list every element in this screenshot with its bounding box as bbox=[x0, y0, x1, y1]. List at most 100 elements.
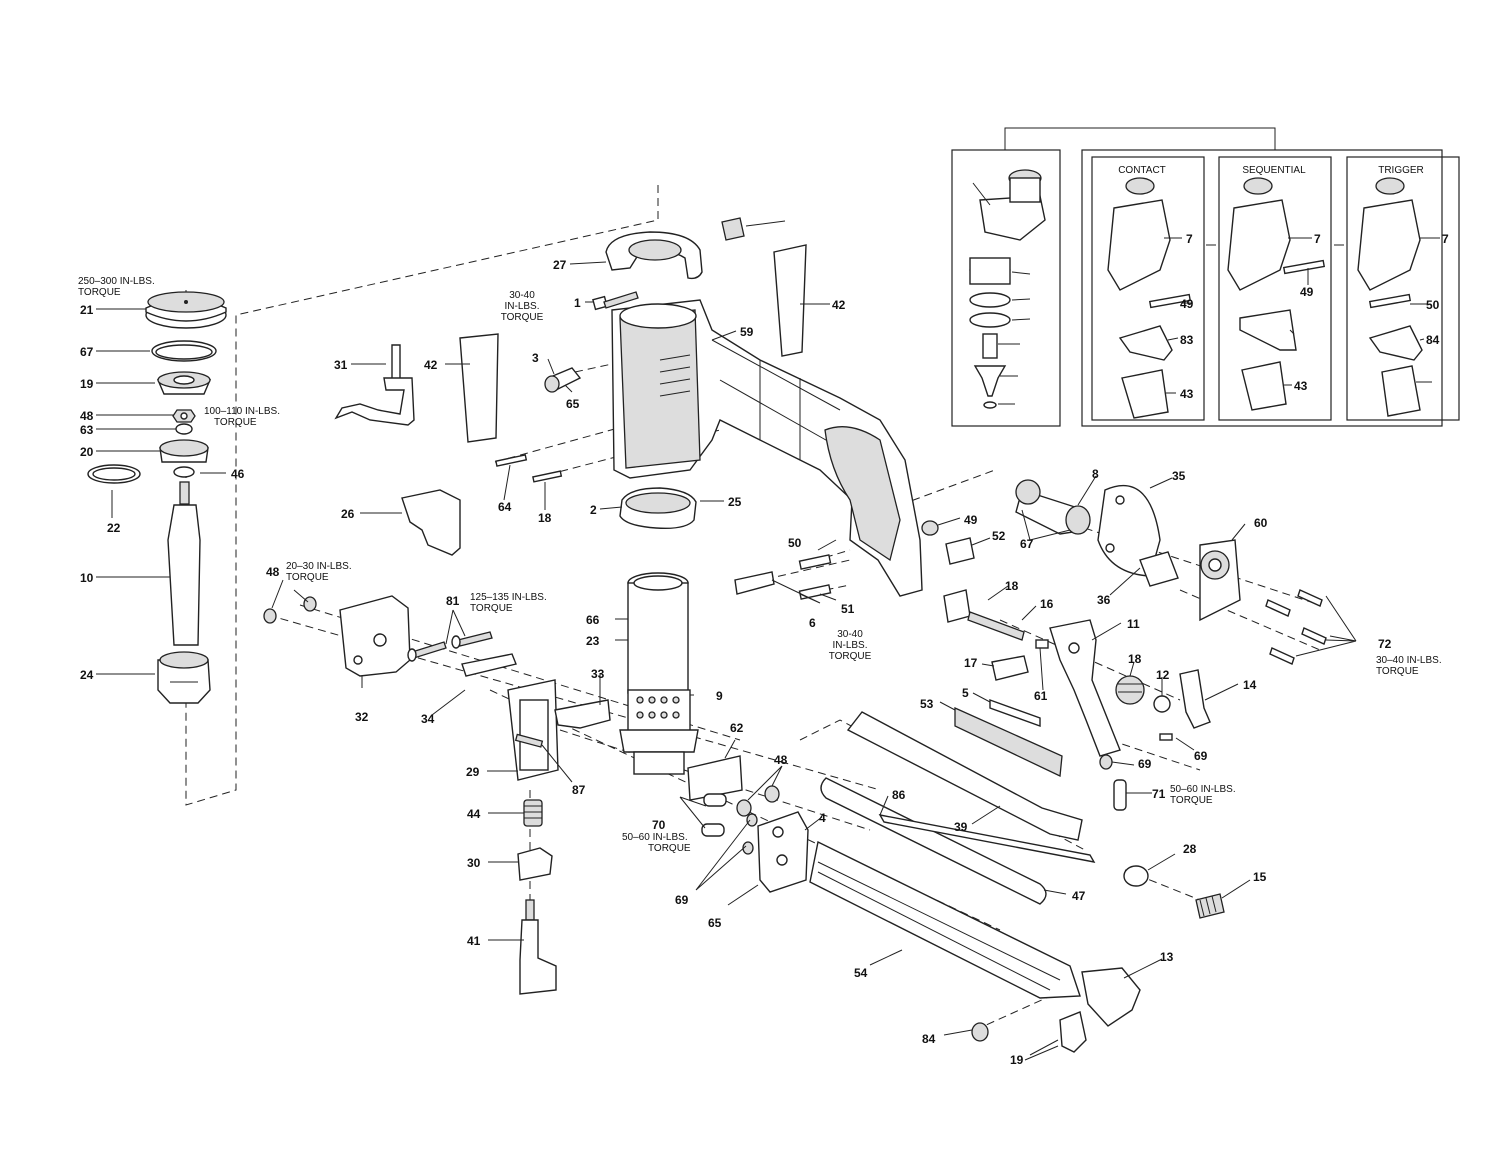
torque-67a-line1: 50–60 IN-LBS. bbox=[622, 832, 688, 843]
part-39-nut[interactable] bbox=[1139, 551, 1179, 587]
part-59-pin[interactable] bbox=[495, 454, 528, 467]
callout-53: 54 bbox=[854, 966, 868, 980]
part-64-grip[interactable] bbox=[1015, 479, 1091, 535]
part-20-fitting[interactable] bbox=[943, 589, 971, 623]
part-34-latch[interactable] bbox=[334, 344, 415, 426]
part-62-cylinder-sleeve[interactable] bbox=[627, 572, 689, 694]
part-67-screw-lower[interactable] bbox=[1113, 779, 1127, 811]
trigger-valve-7[interactable] bbox=[1357, 177, 1421, 291]
callout-49-trigger: 50 bbox=[1426, 298, 1440, 312]
callout-44: 44 bbox=[467, 807, 481, 821]
part-48-nut[interactable] bbox=[172, 409, 196, 423]
part-52-strip[interactable] bbox=[954, 706, 1063, 777]
part-33-block[interactable] bbox=[517, 847, 553, 881]
part-9-cylinder-base[interactable] bbox=[619, 689, 699, 775]
part-21-pin[interactable] bbox=[532, 470, 563, 483]
part-92-valve-body[interactable] bbox=[979, 169, 1046, 241]
part-46-pusher-rod[interactable] bbox=[820, 777, 1047, 905]
part-12-bushing[interactable] bbox=[1153, 695, 1171, 713]
part-56-pin[interactable] bbox=[1035, 639, 1049, 649]
part-44-spring[interactable] bbox=[523, 799, 543, 827]
part-50-pin-upper[interactable] bbox=[798, 554, 832, 570]
part-84-o-ring[interactable] bbox=[983, 401, 997, 409]
part-10-driver-blade[interactable] bbox=[167, 481, 201, 646]
part-18-spring[interactable] bbox=[1115, 675, 1145, 705]
part-15-spring[interactable] bbox=[1195, 893, 1225, 919]
part-32-door[interactable] bbox=[507, 679, 559, 781]
part-6-screw[interactable] bbox=[734, 571, 775, 595]
trigger-options-panel: CONTACT SEQUENTIAL TRIGGER bbox=[951, 127, 1460, 427]
sequential-actuator-43[interactable] bbox=[1241, 361, 1287, 411]
part-58-washer[interactable] bbox=[175, 423, 193, 435]
part-40-magazine-rail[interactable] bbox=[846, 711, 1083, 841]
part-36-link[interactable] bbox=[554, 699, 611, 729]
part-29-bracket[interactable] bbox=[401, 489, 461, 556]
part-23-piston[interactable] bbox=[159, 439, 209, 463]
part-81-label[interactable] bbox=[721, 217, 745, 241]
part-70-spring-wire[interactable] bbox=[878, 814, 1096, 863]
part-71-bushing[interactable] bbox=[971, 1022, 989, 1042]
part-30-cylinder-cap[interactable] bbox=[605, 231, 703, 280]
part-68-screws[interactable] bbox=[407, 631, 493, 662]
part-72-pin[interactable] bbox=[514, 733, 544, 748]
part-24-cap[interactable] bbox=[145, 291, 227, 329]
callout-16: 16 bbox=[1040, 597, 1054, 611]
contact-trigger-69[interactable] bbox=[1118, 325, 1173, 361]
contact-valve-7[interactable] bbox=[1107, 177, 1171, 291]
part-38-end-cap[interactable] bbox=[1097, 485, 1161, 577]
part-13-latch[interactable] bbox=[1081, 967, 1141, 1027]
part-35-housing-bracket[interactable] bbox=[339, 595, 411, 677]
part-5-strip[interactable] bbox=[989, 699, 1041, 727]
part-3-fitting[interactable] bbox=[544, 367, 582, 393]
callout-66: 69 bbox=[1194, 749, 1208, 763]
part-11-trigger-frame[interactable] bbox=[1049, 619, 1121, 757]
contact-pin-49[interactable] bbox=[1148, 293, 1192, 309]
part-60-plate[interactable] bbox=[757, 811, 809, 893]
part-67-screws-center[interactable] bbox=[701, 793, 727, 837]
part-31-sleeve[interactable] bbox=[1123, 865, 1149, 887]
callout-46: 47 bbox=[1072, 889, 1086, 903]
sequential-pin-49[interactable] bbox=[1282, 259, 1326, 275]
torque-68-line2: TORQUE bbox=[470, 603, 513, 614]
part-55-flange[interactable] bbox=[1199, 539, 1241, 622]
part-47-nuts[interactable] bbox=[263, 596, 317, 624]
part-89-spring[interactable] bbox=[982, 333, 998, 359]
part-66-pin[interactable] bbox=[1159, 733, 1173, 741]
part-22-valve-seat[interactable] bbox=[156, 371, 212, 395]
trigger-trigger-69[interactable] bbox=[1368, 325, 1423, 361]
part-42-label-right[interactable] bbox=[773, 244, 807, 357]
part-42-label-left[interactable] bbox=[459, 333, 499, 443]
part-1-screw[interactable] bbox=[592, 291, 639, 311]
callout-36: 33 bbox=[591, 667, 605, 681]
part-51-label[interactable] bbox=[945, 537, 975, 565]
callout-70: 86 bbox=[892, 788, 906, 802]
part-67-screws-right[interactable] bbox=[1265, 589, 1327, 665]
part-45-bumper[interactable] bbox=[173, 466, 195, 478]
part-88-valve-cage[interactable] bbox=[969, 257, 1011, 285]
part-41-adjuster[interactable] bbox=[519, 899, 557, 995]
part-27-nose[interactable] bbox=[157, 651, 211, 704]
part-37-plate[interactable] bbox=[461, 653, 517, 677]
part-14-trigger[interactable] bbox=[1179, 669, 1211, 729]
part-57-block[interactable] bbox=[687, 755, 743, 801]
part-90-valve-stem[interactable] bbox=[973, 365, 1007, 397]
part-16-pin[interactable] bbox=[967, 611, 1025, 641]
callout-7-sequential: 7 bbox=[1314, 232, 1321, 246]
part-50-pin-lower[interactable] bbox=[798, 584, 832, 600]
part-87-o-ring[interactable] bbox=[969, 312, 1011, 328]
trigger-pin-49[interactable] bbox=[1368, 293, 1412, 309]
part-48-nuts-center[interactable] bbox=[736, 785, 780, 817]
sequential-valve-7[interactable] bbox=[1227, 177, 1291, 291]
part-65-washer-right[interactable] bbox=[1099, 754, 1113, 770]
part-53-magazine[interactable] bbox=[809, 840, 1081, 999]
part-17-clip[interactable] bbox=[991, 655, 1029, 681]
sequential-trigger-76[interactable] bbox=[1239, 309, 1297, 351]
trigger-actuator-83[interactable] bbox=[1381, 365, 1421, 417]
contact-actuator-43[interactable] bbox=[1121, 369, 1169, 419]
part-54-main-housing[interactable] bbox=[611, 299, 923, 597]
part-28-seal[interactable] bbox=[619, 487, 697, 530]
part-86-o-ring[interactable] bbox=[969, 292, 1011, 308]
part-19-lever[interactable] bbox=[1059, 1011, 1087, 1053]
part-48-nut-right[interactable] bbox=[921, 520, 939, 536]
callout-34: 31 bbox=[334, 358, 348, 372]
